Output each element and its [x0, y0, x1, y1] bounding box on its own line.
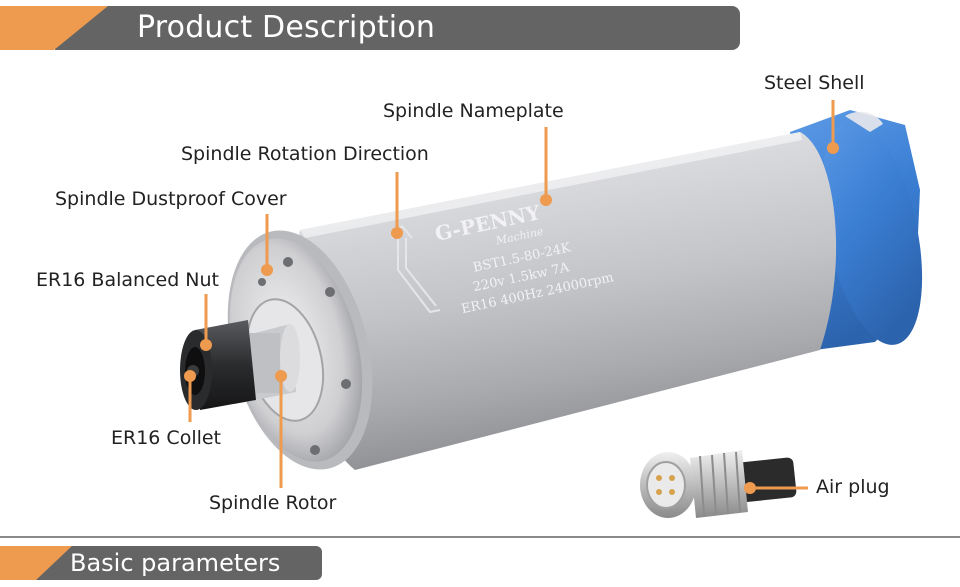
callout-dot-collet [184, 370, 196, 382]
footer-banner: Basic parameters [0, 546, 322, 580]
steel-body [295, 132, 837, 470]
header-banner: Product Description [0, 6, 740, 50]
callouts [184, 100, 839, 494]
label-nut: ER16 Balanced Nut [36, 269, 220, 291]
label-dust-cover: Spindle Dustproof Cover [55, 188, 287, 210]
callout-dot-steel-shell [827, 142, 839, 154]
label-steel-shell: Steel Shell [764, 72, 865, 94]
label-air-plug: Air plug [816, 476, 890, 498]
label-collet: ER16 Collet [111, 427, 222, 449]
callout-dot-nut [200, 339, 212, 351]
label-rotor: Spindle Rotor [209, 492, 337, 514]
section-title: Basic parameters [70, 549, 281, 577]
footer-bar [30, 546, 322, 580]
callout-dot-air-plug [744, 482, 756, 494]
callout-dot-dust-cover [261, 264, 273, 276]
air-plug [640, 450, 797, 518]
section-divider [0, 536, 960, 538]
page-title: Product Description [137, 10, 436, 45]
callout-dot-rotation [391, 227, 403, 239]
header-bar [55, 6, 740, 50]
callout-dot-rotor [275, 370, 287, 382]
callout-dot-nameplate [540, 194, 552, 206]
label-nameplate: Spindle Nameplate [383, 100, 564, 122]
label-rotation: Spindle Rotation Direction [181, 143, 429, 165]
